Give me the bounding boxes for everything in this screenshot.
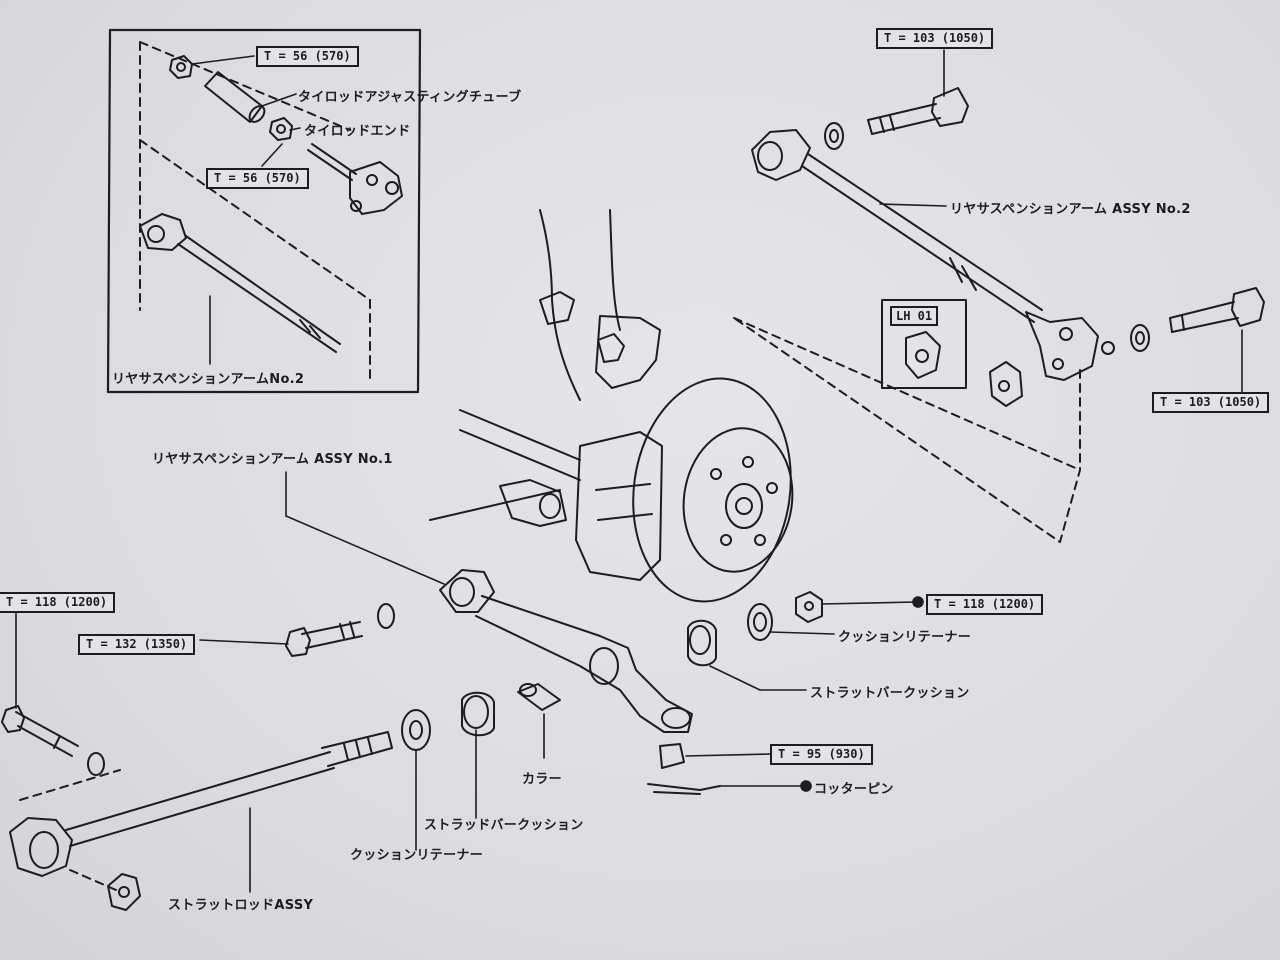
strut-bar-cushion-right — [687, 619, 717, 667]
label-cotter-pin: コッターピン — [814, 782, 894, 797]
label-strut-bar-cushion-left: ストラッドバークッション — [424, 818, 584, 833]
torque-box-tie-rod-nut-top: T = 56 (570) — [256, 46, 359, 67]
nut-right — [989, 361, 1023, 407]
inset-panel — [106, 28, 422, 394]
torque-box-bolt-right: T = 103 (1050) — [1152, 392, 1270, 413]
cotter-pin — [647, 783, 721, 795]
label-cushion-retainer-left: クッションリテーナー — [350, 848, 484, 863]
label-cushion-retainer-right: クッションリテーナー — [838, 630, 972, 645]
washer-right — [1130, 324, 1150, 352]
label-tie-rod-end: タイロッドエンド — [304, 124, 411, 139]
label-strut-rod-assy: ストラットロッドASSY — [168, 898, 314, 913]
knuckle-body — [429, 209, 661, 527]
label-strut-bar-cushion-right: ストラットバークッション — [810, 686, 970, 701]
tie-rod-end — [307, 143, 403, 215]
brake-disc — [632, 377, 794, 603]
brake-caliper — [575, 431, 663, 581]
torque-box-nut-right: T = 118 (1200) — [926, 594, 1044, 615]
label-arm-no2-inset: リヤサスペンションアームNo.2 — [112, 372, 305, 387]
torque-box-tie-rod-nut-mid: T = 56 (570) — [206, 168, 309, 189]
label-arm-assy-no2: リヤサスペンションアーム ASSY No.2 — [950, 202, 1191, 217]
cushion-retainer-right — [747, 603, 773, 641]
bolt-right — [1169, 287, 1265, 333]
bracket-bottom-left — [19, 769, 141, 911]
label-tie-rod-adjusting-tube: タイロッドアジャスティングチューブ — [298, 90, 522, 105]
washer-bottom-left — [87, 752, 105, 776]
lh-inset-box — [881, 299, 967, 389]
torque-box-bolt-left: T = 132 (1350) — [78, 634, 196, 655]
lh-tag: LH 01 — [890, 306, 939, 326]
washer-left — [377, 603, 395, 629]
tie-rod-nut-mid — [269, 117, 293, 141]
torque-box-bolt-left-top: T = 118 (1200) — [0, 592, 116, 613]
arm-no2-inset — [139, 213, 341, 353]
strut-rod-assy — [9, 731, 393, 877]
bolt-top-right — [867, 87, 969, 135]
collar — [517, 683, 561, 711]
tie-rod-adjusting-tube — [204, 71, 266, 123]
label-arm-assy-no1: リヤサスペンションアーム ASSY No.1 — [152, 452, 393, 467]
label-collar: カラー — [522, 772, 562, 787]
dashed-outline-right — [733, 317, 1081, 543]
nut-118-right — [795, 591, 823, 623]
torque-box-bolt-top-right: T = 103 (1050) — [876, 28, 994, 49]
cushion-retainer-left — [401, 709, 431, 751]
strut-bar-cushion-left — [461, 691, 495, 737]
leader-lines — [15, 49, 1243, 893]
torque-box-nut-bottom: T = 95 (930) — [770, 744, 873, 765]
bolt-118-left — [1, 705, 79, 757]
bolt-132-left — [285, 621, 363, 657]
washer-top-right — [824, 122, 844, 150]
arm-assy-no1 — [439, 569, 693, 733]
arm-assy-no2 — [751, 129, 1115, 381]
tie-rod-nut-top — [169, 55, 193, 79]
nut-95 — [659, 743, 685, 769]
